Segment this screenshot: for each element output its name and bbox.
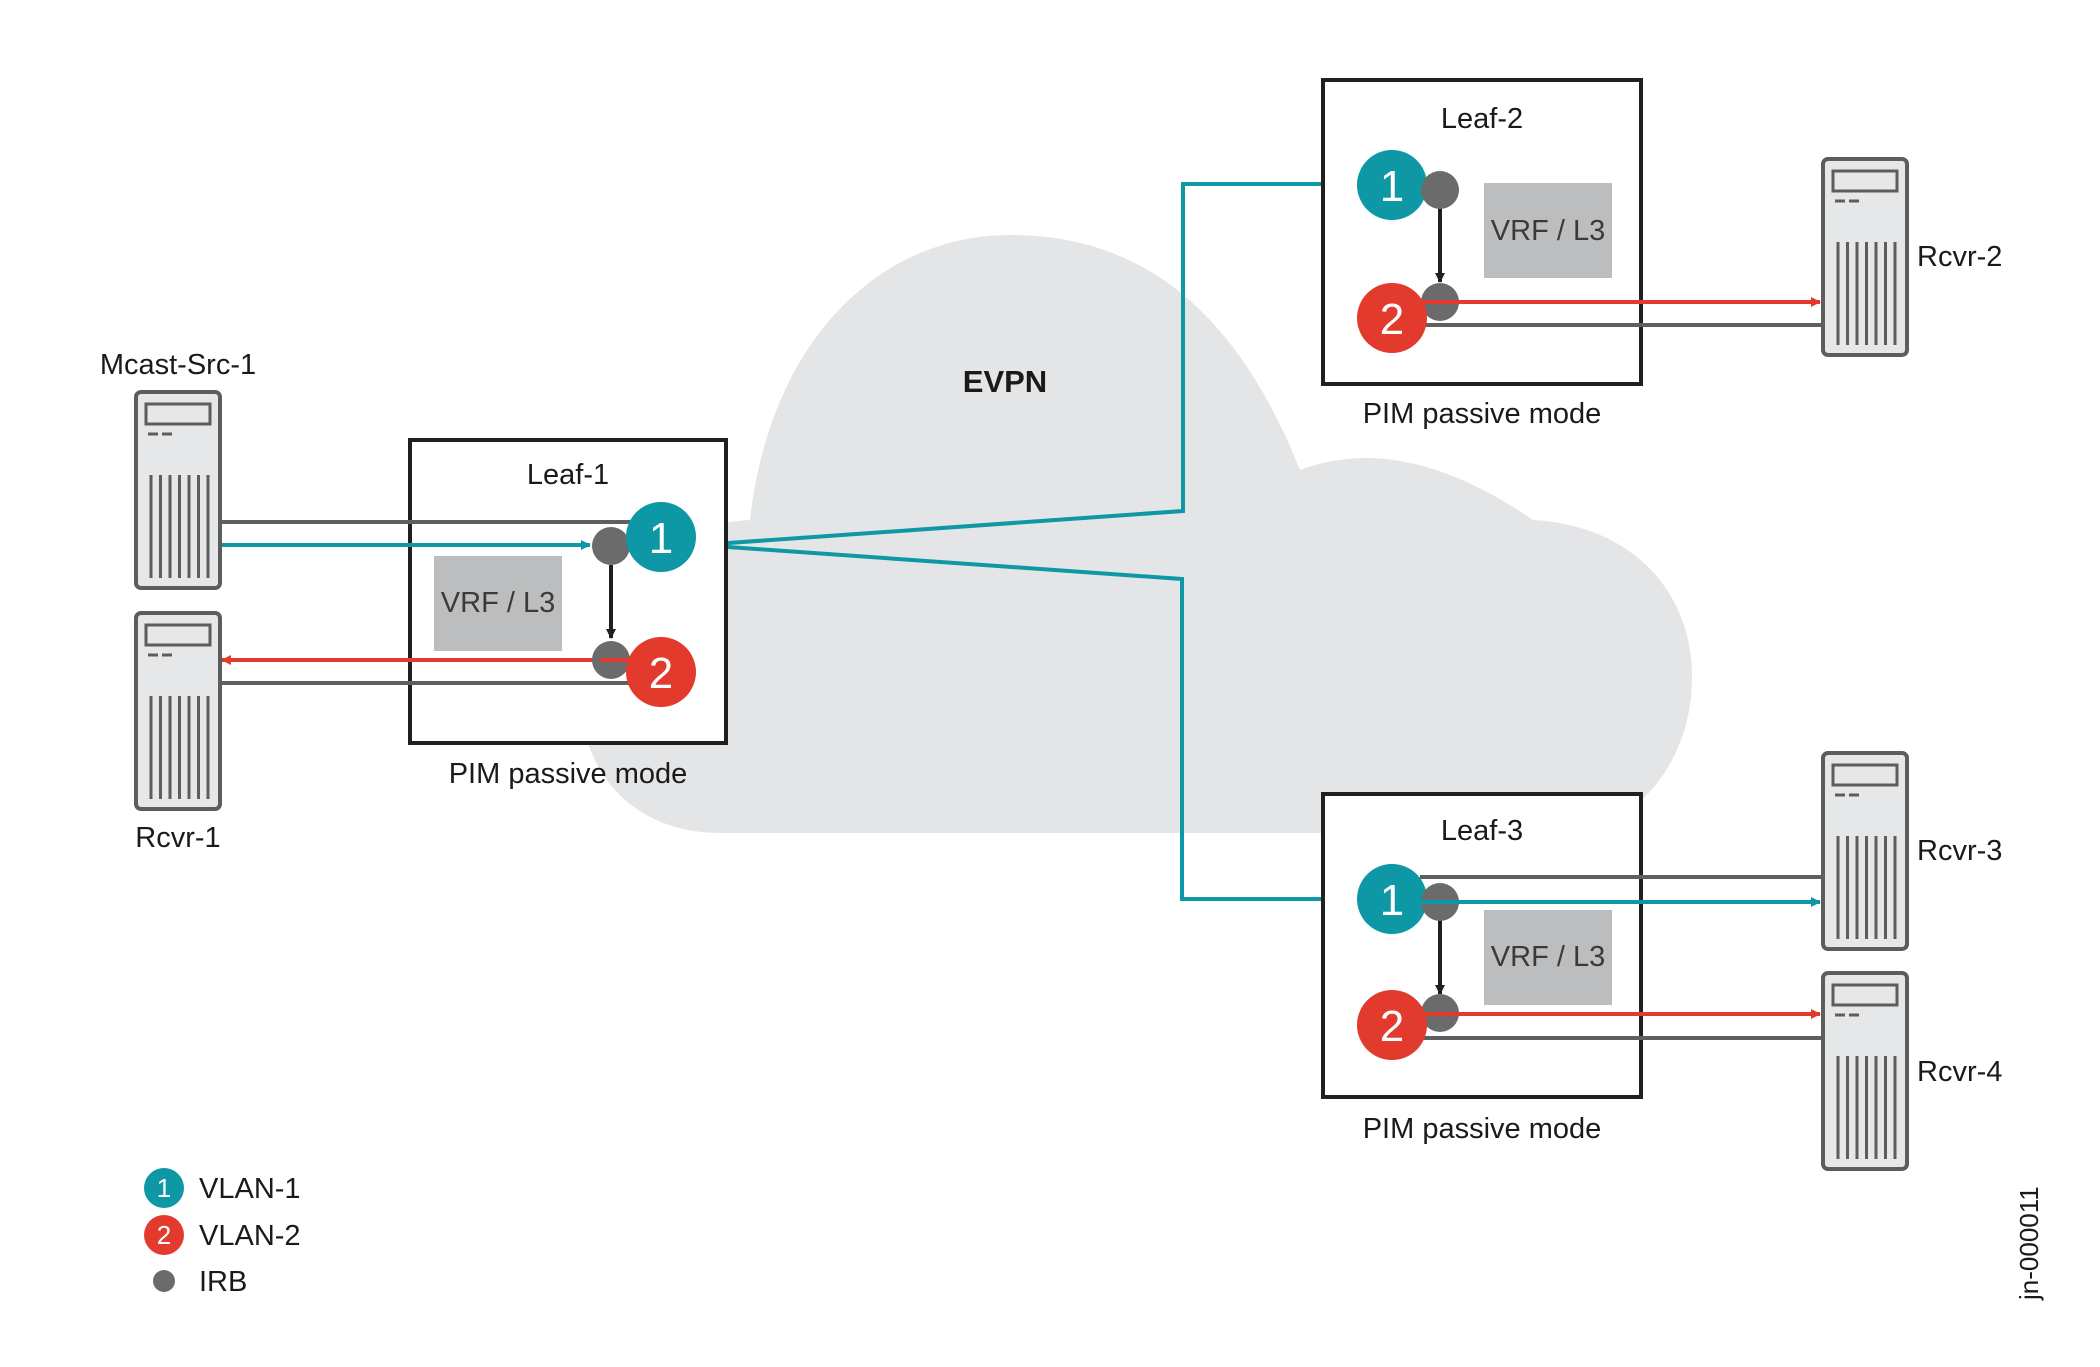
- irb-dot-vlan1[interactable]: [1421, 171, 1459, 209]
- vlan2-badge-number: 2: [1380, 1002, 1404, 1051]
- figure-id: jn-000011: [2014, 1186, 2044, 1301]
- leaf-3-mode-label: PIM passive mode: [1363, 1113, 1602, 1145]
- vrf-label: VRF / L3: [1491, 215, 1605, 247]
- server-rcvr-3[interactable]: Rcvr-3: [1821, 751, 2002, 951]
- legend-label: VLAN-1: [199, 1173, 301, 1205]
- legend: 1 VLAN-1 2 VLAN-2 IRB: [144, 1168, 301, 1298]
- leaf-2-interfaces: 1 2: [1357, 150, 1460, 353]
- vlan1-badge-number: 1: [649, 514, 673, 563]
- cloud-label: EVPN: [963, 364, 1047, 399]
- vlan2-badge-number: 2: [1380, 295, 1404, 344]
- vlan1-legend-icon: [144, 1168, 184, 1208]
- legend-item-irb: IRB: [153, 1266, 247, 1298]
- leaf-name: Leaf-3: [1441, 815, 1523, 847]
- server-icon: [134, 611, 222, 811]
- vrf-label: VRF / L3: [1491, 941, 1605, 973]
- vlan2-legend-icon: [144, 1215, 184, 1255]
- vlan1-badge-number: 1: [1380, 876, 1404, 925]
- leaf-3-access-links: [1420, 875, 1823, 1040]
- legend-label: IRB: [199, 1266, 247, 1298]
- irb-dot-vlan1[interactable]: [592, 527, 630, 565]
- vlan2-badge[interactable]: [1357, 283, 1427, 353]
- vrf-label: VRF / L3: [441, 587, 555, 619]
- server-label: Rcvr-4: [1917, 1056, 2002, 1088]
- vlan1-badge-number: 1: [1380, 162, 1404, 211]
- server-rcvr-1[interactable]: Rcvr-1: [134, 611, 222, 854]
- link-leaf1-to-leaf2: [699, 179, 1353, 547]
- evpn-vlan1-links: [699, 179, 1353, 904]
- vlan2-badge[interactable]: [626, 637, 696, 707]
- legend-item-vlan1: 1 VLAN-1: [144, 1168, 301, 1208]
- leaf-1-access-links: [220, 520, 640, 685]
- server-icon: [1821, 971, 1909, 1171]
- leaf-2-access-links: [1420, 297, 1823, 327]
- server-mcast-src-1[interactable]: Mcast-Src-1: [100, 349, 256, 590]
- server-label: Mcast-Src-1: [100, 349, 256, 381]
- server-icon: [1821, 157, 1909, 357]
- leaf-name: Leaf-1: [527, 459, 609, 491]
- legend-symbol: 1: [157, 1173, 171, 1203]
- leaf-2-mode-label: PIM passive mode: [1363, 398, 1602, 430]
- server-rcvr-2[interactable]: Rcvr-2: [1821, 157, 2002, 357]
- vlan2-badge[interactable]: [1357, 990, 1427, 1060]
- server-icon: [134, 390, 222, 590]
- irb-legend-icon: [153, 1270, 175, 1292]
- vrf-box: [1484, 910, 1612, 1005]
- link-leaf1-to-leaf3: [699, 543, 1353, 904]
- cloud-shape: [580, 235, 1692, 833]
- vrf-box: [1484, 183, 1612, 278]
- vlan1-badge[interactable]: [1357, 150, 1427, 220]
- leaf-name: Leaf-2: [1441, 103, 1523, 135]
- server-icon: [1821, 751, 1909, 951]
- vlan1-badge[interactable]: [626, 502, 696, 572]
- evpn-cloud: EVPN: [580, 235, 1692, 833]
- server-label: Rcvr-3: [1917, 835, 2002, 867]
- leaf-3[interactable]: Leaf-3 VRF / L3: [1321, 792, 1643, 1099]
- vlan2-badge-number: 2: [649, 649, 673, 698]
- leaf-1-interfaces: 1 2: [592, 502, 696, 707]
- legend-label: VLAN-2: [199, 1220, 301, 1252]
- leaf-1-mode-label: PIM passive mode: [449, 758, 688, 790]
- server-label: Rcvr-2: [1917, 241, 2002, 273]
- legend-item-vlan2: 2 VLAN-2: [144, 1215, 301, 1255]
- vrf-box: [434, 556, 562, 651]
- leaf-3-interfaces: 1 2: [1357, 864, 1460, 1060]
- server-rcvr-4[interactable]: Rcvr-4: [1821, 971, 2002, 1171]
- server-label: Rcvr-1: [135, 822, 220, 854]
- legend-symbol: 2: [157, 1220, 171, 1250]
- vlan1-badge[interactable]: [1357, 864, 1427, 934]
